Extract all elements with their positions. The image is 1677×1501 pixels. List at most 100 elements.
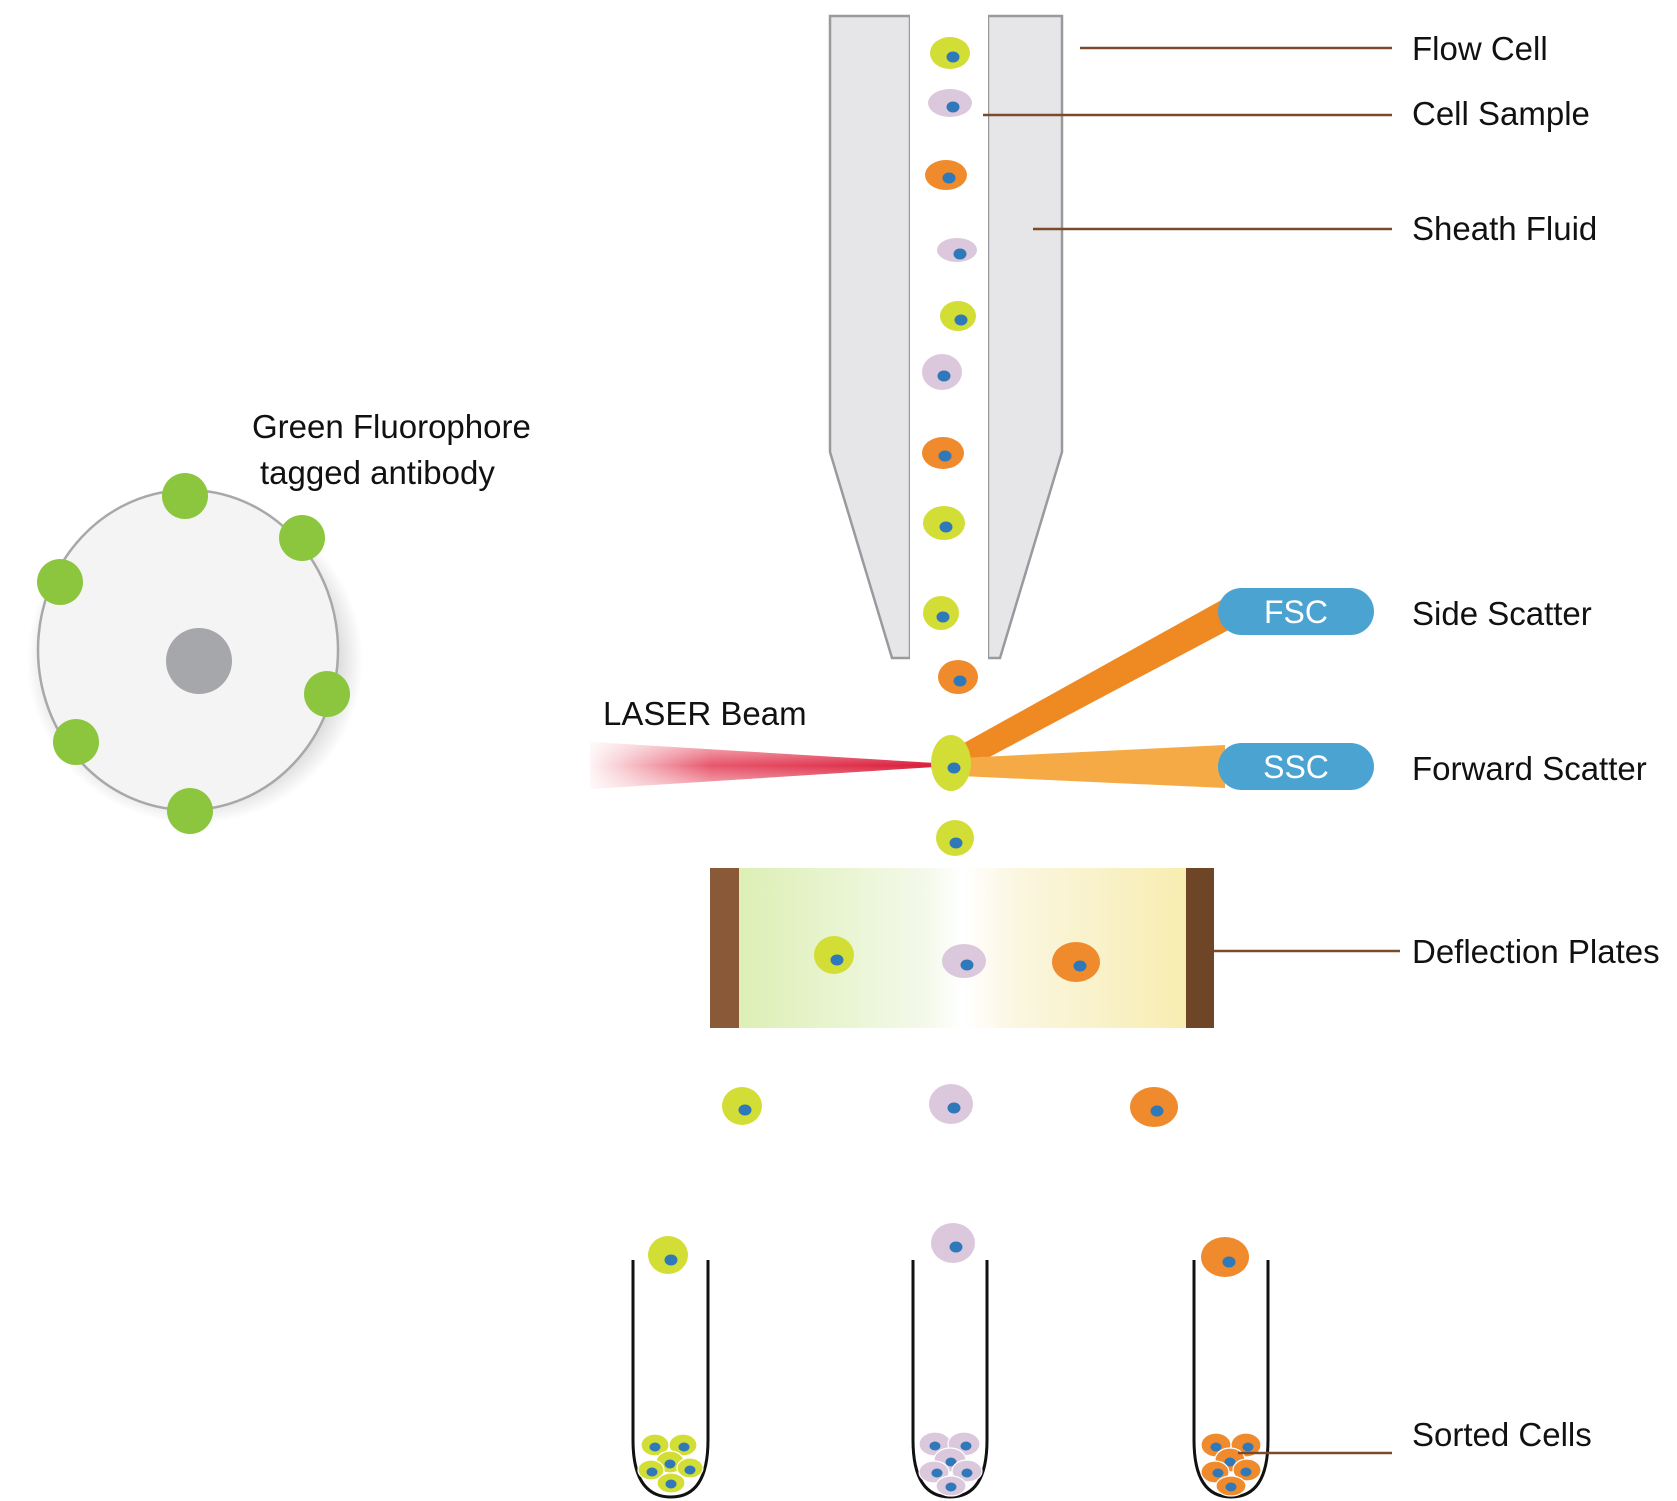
green-cell	[676, 1457, 704, 1479]
cell-nucleus	[649, 1442, 661, 1452]
tube-orange	[1192, 1260, 1270, 1499]
tube-green	[631, 1260, 710, 1499]
orange-cell	[925, 160, 967, 190]
green-cell	[931, 735, 971, 791]
side-scatter-label: Side Scatter	[1412, 595, 1592, 632]
cell-nucleus	[945, 1457, 957, 1467]
green-cell	[637, 1459, 665, 1481]
cell-nucleus	[646, 1467, 658, 1477]
forward-scatter-label: Forward Scatter	[1412, 750, 1647, 787]
cell-nucleus	[937, 370, 951, 382]
lilac-cell	[928, 89, 972, 117]
fluorophore-dot	[53, 719, 99, 765]
cell-nucleus	[954, 314, 968, 326]
cell-nucleus	[961, 1468, 973, 1478]
laser-beam-label: LASER Beam	[603, 695, 807, 732]
tube-lilac	[911, 1260, 989, 1499]
left-deflection-plate	[710, 868, 739, 1028]
flow-cell	[828, 14, 1064, 660]
deflection-plates	[710, 868, 1214, 1028]
orange-cell	[1232, 1458, 1262, 1482]
cell-nucleus	[960, 959, 974, 971]
cell-body	[931, 735, 971, 791]
green-cell	[640, 1433, 670, 1457]
cell-nucleus	[938, 450, 952, 462]
fluorophore-dot	[279, 515, 325, 561]
cell-nucleus	[945, 1482, 957, 1492]
green-cell	[648, 1236, 688, 1274]
laser-beam-glow	[590, 742, 935, 789]
ssc-detector-label: SSC	[1263, 749, 1329, 785]
fsc-detector-label: FSC	[1264, 594, 1328, 630]
lilac-cell	[931, 1223, 975, 1263]
green-cell	[923, 506, 965, 540]
green-cell	[656, 1472, 686, 1494]
lilac-cell	[937, 238, 977, 262]
laser-beam	[590, 742, 935, 789]
cell-nucleus	[1224, 1457, 1236, 1467]
cell-nucleus	[664, 1254, 678, 1266]
flow-cell-left-wall	[828, 14, 912, 660]
cell-nucleus	[931, 1468, 943, 1478]
orange-cell	[922, 437, 964, 469]
fluorophore-dot	[162, 473, 208, 519]
cell-nucleus	[1225, 1482, 1237, 1492]
orange-cell	[938, 660, 978, 694]
cell-nucleus	[1242, 1442, 1254, 1452]
cell-nucleus	[947, 762, 961, 774]
ssc-scatter-beam	[960, 745, 1225, 788]
cell-nucleus	[953, 248, 967, 260]
green-cell	[936, 820, 974, 856]
cells-layer	[637, 37, 1262, 1497]
cell-nucleus	[1073, 960, 1087, 972]
cell-body	[1201, 1237, 1249, 1277]
fluorophore-label-line2: tagged antibody	[260, 454, 495, 491]
collection-tubes	[631, 1260, 1270, 1499]
tagged-cell-illustration	[27, 473, 363, 834]
cell-nucleus	[936, 611, 950, 623]
cell-nucleus	[678, 1442, 690, 1452]
lilac-cell	[951, 1459, 983, 1483]
green-cell	[930, 37, 970, 69]
cell-nucleus	[665, 1479, 677, 1489]
cell-nucleus	[166, 628, 232, 694]
cell-nucleus	[1240, 1467, 1252, 1477]
fluorophore-dot	[304, 671, 350, 717]
orange-cell	[1052, 942, 1100, 982]
cell-nucleus	[942, 172, 956, 184]
green-cell	[722, 1087, 762, 1125]
sorted-cells-label: Sorted Cells	[1412, 1416, 1592, 1453]
cell-nucleus	[949, 837, 963, 849]
cell-body	[814, 936, 854, 974]
green-cell	[668, 1433, 698, 1457]
fluorophore-dot	[37, 559, 83, 605]
cell-nucleus	[1210, 1442, 1222, 1452]
lilac-cell	[935, 1475, 967, 1497]
cell-nucleus	[738, 1104, 752, 1116]
right-deflection-plate	[1186, 868, 1214, 1028]
cell-nucleus	[664, 1459, 676, 1469]
deflection-plates-label: Deflection Plates	[1412, 933, 1660, 970]
fluorophore-label-line1: Green Fluorophore	[252, 408, 531, 445]
sample-core-stream	[910, 14, 988, 660]
fluorophore-dot	[167, 788, 213, 834]
cell-body	[648, 1236, 688, 1274]
lilac-cell	[922, 354, 962, 390]
lilac-cell	[929, 1084, 973, 1124]
orange-cell	[1130, 1087, 1178, 1127]
leader-lines	[983, 46, 1400, 1455]
fsc-scatter-beam	[955, 598, 1238, 770]
ssc-detector-pill	[1218, 743, 1374, 790]
cell-nucleus	[929, 1441, 941, 1451]
fsc-detector: FSC	[1218, 588, 1374, 635]
ssc-detector: SSC	[1218, 743, 1374, 790]
cell-nucleus	[1212, 1468, 1224, 1478]
cell-nucleus	[946, 101, 960, 113]
cell-nucleus	[684, 1465, 696, 1475]
cell-nucleus	[949, 1241, 963, 1253]
green-cell	[940, 301, 976, 331]
cell-nucleus	[947, 1102, 961, 1114]
cell-nucleus	[946, 51, 960, 63]
